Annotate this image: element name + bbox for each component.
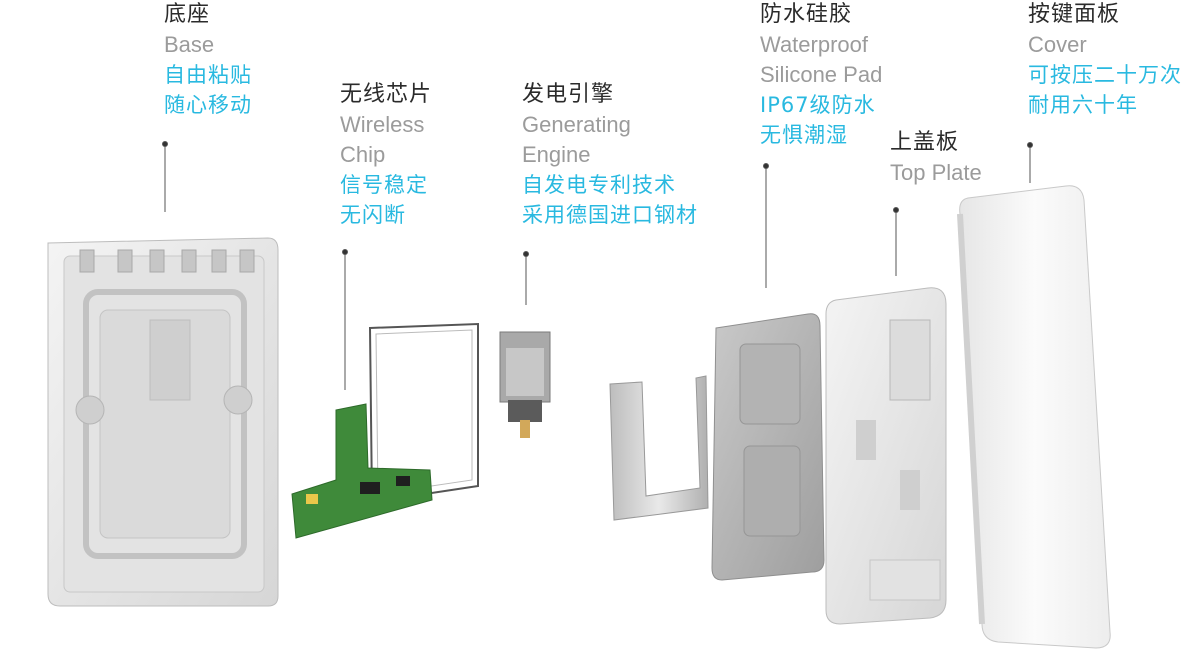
title-en: Waterproof — [760, 32, 869, 57]
engine-part — [499, 331, 551, 438]
cover-part — [957, 185, 1111, 649]
feature-text: 无惧潮湿 — [760, 123, 848, 147]
label-top-plate: 上盖板 Top Plate — [890, 128, 982, 188]
title-en: Base — [164, 32, 215, 57]
title-cn: 发电引擎 — [522, 82, 615, 107]
leader-lines — [162, 141, 1033, 390]
label-engine: 发电引擎 Generating Engine 自发电专利技术 采用德国进口钢材 — [522, 80, 698, 230]
label-chip: 无线芯片 Wireless Chip 信号稳定 无闪断 — [340, 80, 432, 230]
feature-text: 自发电专利技术 — [522, 173, 676, 197]
title-cn: 上盖板 — [890, 130, 960, 155]
title-en: Cover — [1028, 32, 1087, 57]
title-en: Generating — [522, 112, 631, 137]
title-en: Top Plate — [890, 160, 982, 185]
label-silicone-pad: 防水硅胶 Waterproof Silicone Pad IP67级防水 无惧潮… — [760, 0, 882, 150]
chip-part — [291, 322, 479, 539]
title-cn: 底座 — [164, 2, 211, 27]
steel-frame-part — [609, 375, 709, 521]
feature-text: IP67级防水 — [760, 93, 876, 117]
top-plate-part — [825, 287, 947, 625]
label-base: 底座 Base 自由粘贴 随心移动 — [164, 0, 252, 120]
feature-text: 随心移动 — [164, 93, 252, 117]
feature-text: 可按压二十万次 — [1028, 63, 1182, 87]
title-cn: 防水硅胶 — [760, 2, 853, 27]
base-part — [47, 237, 279, 607]
title-en: Engine — [522, 142, 591, 167]
label-cover: 按键面板 Cover 可按压二十万次 耐用六十年 — [1028, 0, 1182, 120]
title-en: Wireless — [340, 112, 425, 137]
feature-text: 无闪断 — [340, 203, 406, 227]
feature-text: 自由粘贴 — [164, 63, 252, 87]
title-cn: 按键面板 — [1028, 2, 1121, 27]
feature-text: 信号稳定 — [340, 173, 428, 197]
feature-text: 采用德国进口钢材 — [522, 203, 698, 227]
feature-text: 耐用六十年 — [1028, 93, 1138, 117]
title-cn: 无线芯片 — [340, 82, 433, 107]
title-en: Silicone Pad — [760, 62, 883, 87]
silicone-pad-part — [711, 313, 825, 581]
title-en: Chip — [340, 142, 386, 167]
